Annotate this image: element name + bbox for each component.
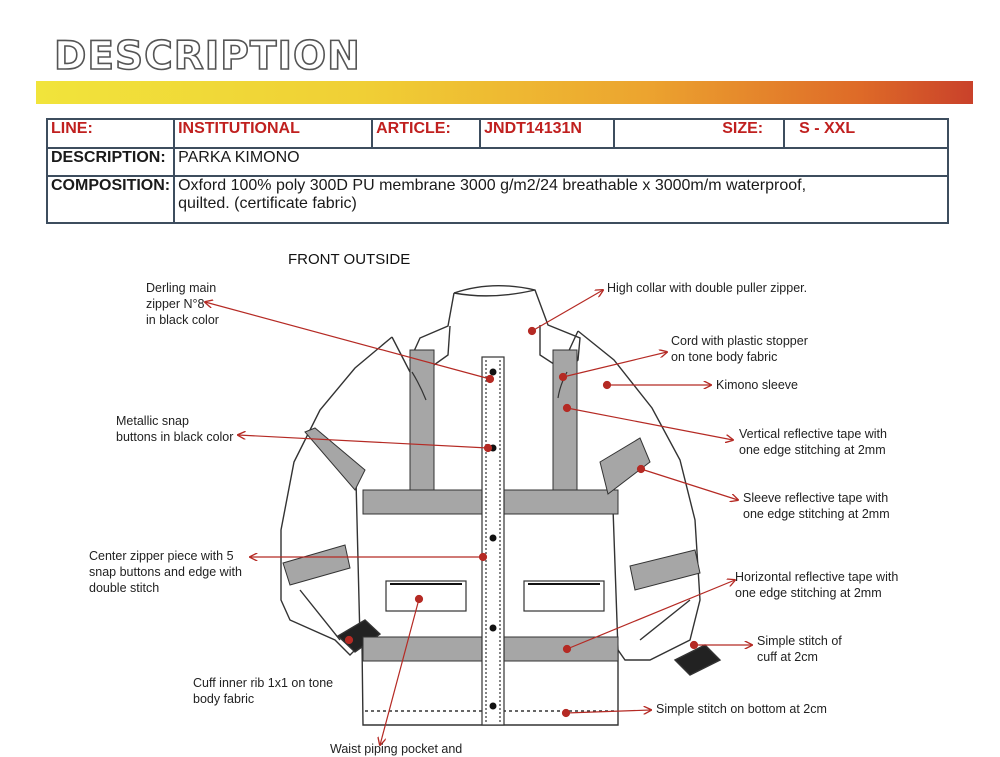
- callout-snap-buttons: Metallic snap buttons in black color: [116, 414, 234, 444]
- size-value: S - XXL: [783, 118, 949, 149]
- callout-center-zipper-piece: Center zipper piece with 5 snap buttons …: [89, 549, 242, 595]
- view-title: FRONT OUTSIDE: [288, 251, 411, 268]
- callout-arrows: [205, 290, 752, 745]
- spec-row-description: DESCRIPTION: PARKA KIMONO: [45, 147, 949, 177]
- callout-horizontal-tape: Horizontal reflective tape with one edge…: [735, 570, 899, 600]
- callout-waist-pocket: Waist piping pocket and: [330, 742, 463, 756]
- composition-value: Oxford 100% poly 300D PU membrane 3000 g…: [173, 175, 949, 224]
- article-value: JNDT14131N: [479, 118, 616, 149]
- composition-label: COMPOSITION:: [45, 175, 176, 224]
- size-label: SIZE:: [613, 118, 786, 149]
- callout-bottom-stitch: Simple stitch on bottom at 2cm: [656, 702, 827, 716]
- page-title: DESCRIPTION: [53, 33, 361, 80]
- callout-high-collar: High collar with double puller zipper.: [607, 281, 808, 295]
- callout-cord-stopper: Cord with plastic stopper on tone body f…: [671, 334, 808, 364]
- gradient-banner: [36, 81, 973, 104]
- callout-sleeve-tape: Sleeve reflective tape with one edge sti…: [743, 491, 890, 521]
- callout-vertical-tape: Vertical reflective tape with one edge s…: [739, 427, 887, 457]
- callout-cuff-rib: Cuff inner rib 1x1 on tone body fabric: [193, 676, 334, 706]
- line-value: INSTITUTIONAL: [173, 118, 374, 149]
- pockets: [385, 580, 605, 612]
- line-label: LINE:: [45, 118, 176, 149]
- spec-table: LINE: INSTITUTIONAL ARTICLE: JNDT14131N …: [45, 118, 949, 224]
- callout-cuff-stitch: Simple stitch of cuff at 2cm: [757, 634, 842, 664]
- description-label: DESCRIPTION:: [45, 147, 176, 177]
- callout-main-zipper: Derling main zipper N°8 in black color: [146, 281, 219, 327]
- article-label: ARTICLE:: [371, 118, 482, 149]
- spec-row-composition: COMPOSITION: Oxford 100% poly 300D PU me…: [45, 175, 949, 224]
- description-value: PARKA KIMONO: [173, 147, 949, 177]
- spec-row-line: LINE: INSTITUTIONAL ARTICLE: JNDT14131N …: [45, 118, 949, 149]
- callout-kimono-sleeve: Kimono sleeve: [716, 378, 798, 392]
